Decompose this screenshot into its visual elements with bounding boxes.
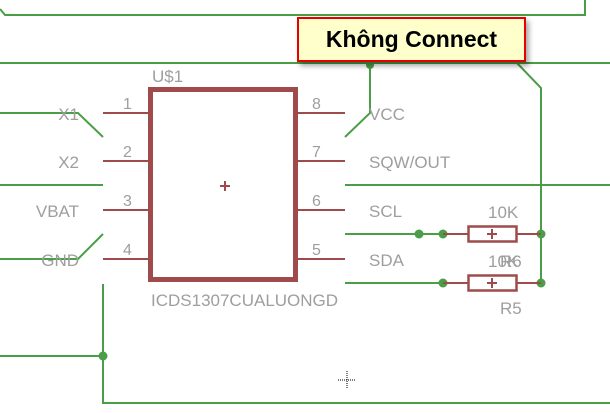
pin-label-sqw: SQW/OUT: [369, 153, 450, 172]
wire-vcc[interactable]: [344, 65, 371, 138]
junction-scl-1: [414, 229, 424, 239]
chip-body[interactable]: [148, 87, 298, 282]
r6-value: 10K: [488, 203, 519, 222]
net-tooltip: Không Connect: [297, 17, 526, 62]
junction-bottom: [98, 351, 108, 361]
pin-label-vbat: VBAT: [36, 202, 79, 221]
r5-value: 10K: [488, 252, 519, 271]
wire-x1[interactable]: [0, 112, 104, 138]
r6-cross: [487, 229, 497, 239]
r6-name: R6: [500, 252, 522, 271]
pin-label-sda: SDA: [369, 251, 405, 270]
pin-label-gnd: GND: [41, 251, 79, 270]
pin-number-7: 7: [312, 144, 321, 161]
pin-number-2: 2: [123, 144, 132, 161]
pin-number-1: 1: [123, 96, 132, 113]
chip-u1[interactable]: U$1 ICDS1307CUALUONGD 1 2 3 4 8 7 6 5 X1…: [36, 67, 450, 310]
resistor-r5[interactable]: 10K R5: [443, 252, 541, 318]
pin-label-vcc: VCC: [369, 105, 405, 124]
pin-label-x1: X1: [58, 105, 79, 124]
pin-number-8: 8: [312, 96, 321, 113]
r5-cross: [487, 278, 497, 288]
chip-value: ICDS1307CUALUONGD: [151, 291, 338, 310]
pin-number-5: 5: [312, 242, 321, 259]
wire-pullup-rail[interactable]: [516, 62, 542, 282]
r5-name: R5: [500, 299, 522, 318]
chip-name: U$1: [152, 67, 183, 86]
pin-number-4: 4: [123, 242, 132, 259]
tooltip-text: Không Connect: [325, 26, 498, 52]
pin-number-6: 6: [312, 193, 321, 210]
wire-bottom-vertical[interactable]: [102, 284, 610, 404]
pin-number-3: 3: [123, 193, 132, 210]
wire-top-frame[interactable]: [0, 0, 586, 16]
junction-vcc: [366, 61, 374, 69]
wire-gnd[interactable]: [0, 233, 104, 260]
crosshair-cursor-icon: [338, 371, 356, 389]
pin-label-x2: X2: [58, 153, 79, 172]
pin-label-scl: SCL: [369, 202, 402, 221]
resistor-r6[interactable]: 10K R6: [443, 203, 541, 271]
chip-origin-cross: [220, 181, 230, 191]
